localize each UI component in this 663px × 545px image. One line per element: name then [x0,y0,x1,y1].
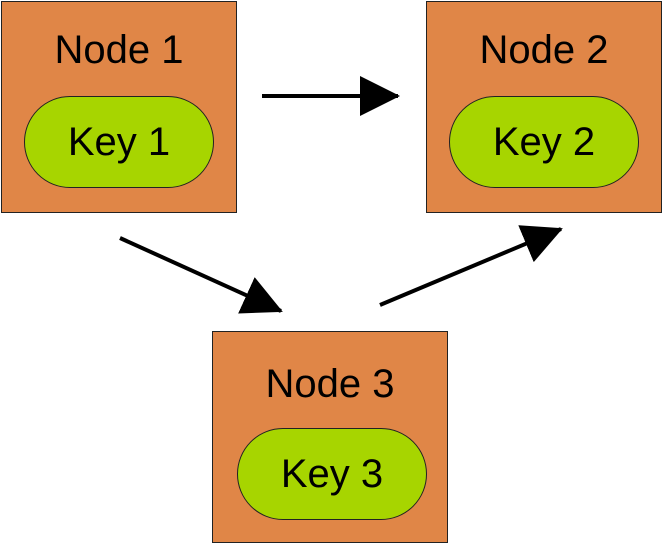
node-1: Node 1 Key 1 [1,1,237,213]
arrow-node-3-to-node-2 [379,225,563,307]
node-2: Node 2 Key 2 [426,1,662,213]
node-2-title: Node 2 [479,28,609,72]
node-1-key: Key 1 [24,96,214,188]
node-3-title: Node 3 [265,362,395,406]
node-1-title: Node 1 [54,28,184,72]
node-3: Node 3 Key 3 [212,331,448,543]
node-3-key: Key 3 [237,428,427,520]
arrow-node-1-to-node-3 [119,236,283,314]
node-2-key: Key 2 [449,96,639,188]
